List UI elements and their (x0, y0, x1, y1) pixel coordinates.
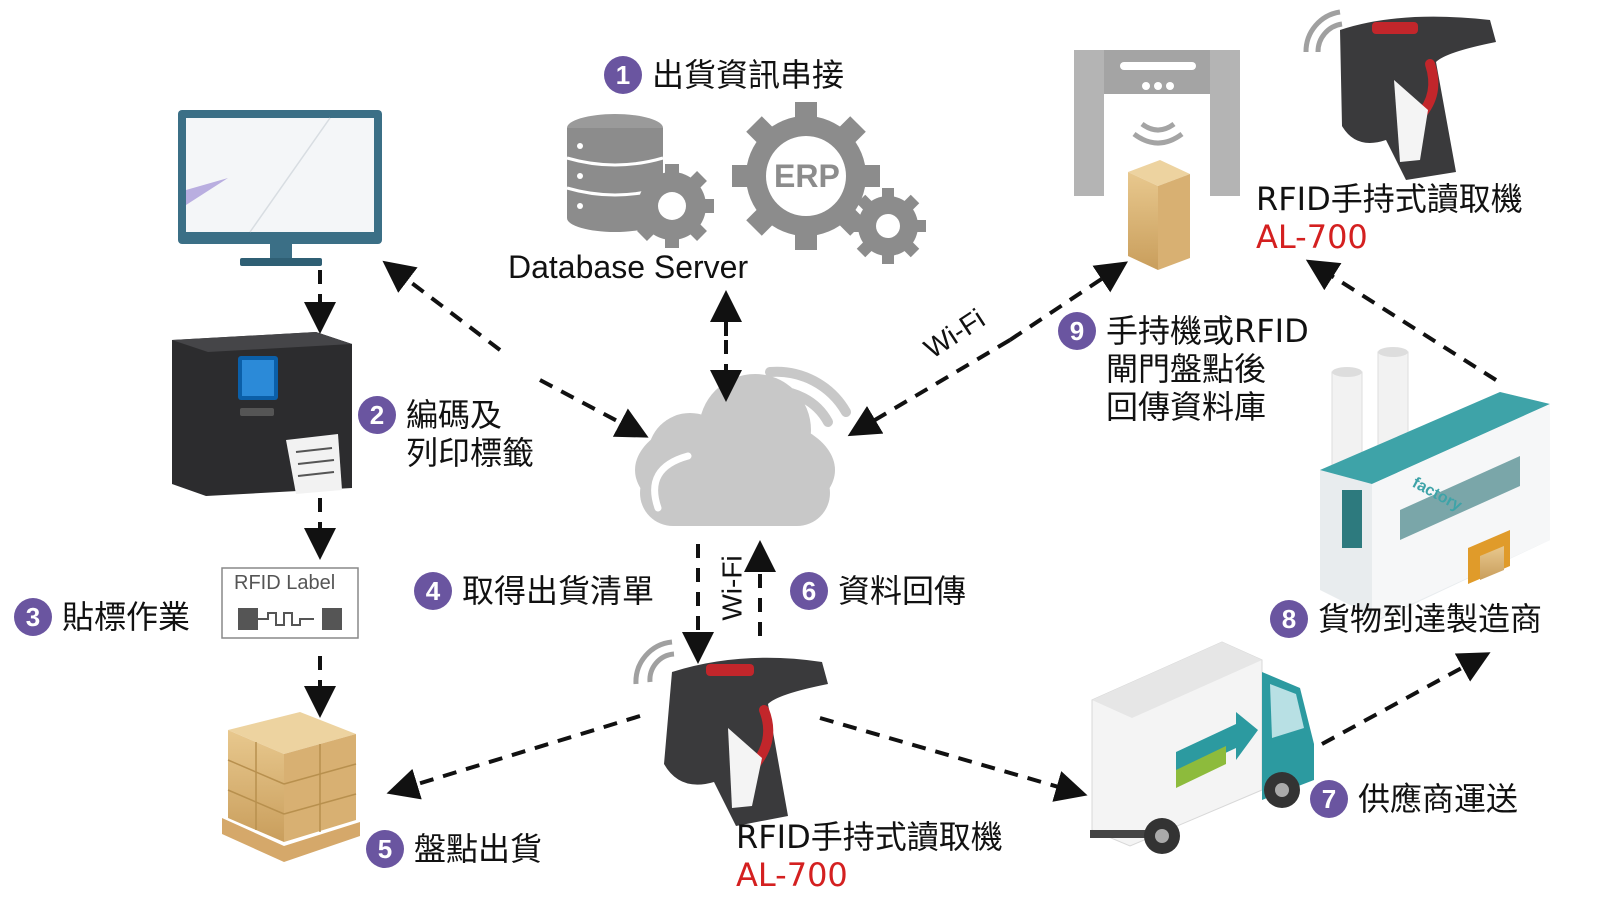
step-4: 4 取得出貨清單 (414, 572, 654, 610)
database-server-label: Database Server (508, 249, 749, 285)
step-6-badge: 6 (790, 572, 828, 610)
step-3-text: 貼標作業 (62, 598, 191, 636)
arrow-cloud-gate (1008, 261, 1128, 342)
step-9-badge: 9 (1058, 312, 1096, 350)
arrow-truck-factory (1321, 652, 1491, 746)
step-3: 3 貼標作業 (14, 598, 190, 636)
arrow-factory-reader (1305, 259, 1498, 382)
erp-label: ERP (774, 158, 840, 194)
step-3-badge: 3 (14, 598, 52, 636)
step-1-badge: 1 (604, 56, 642, 94)
monitor-icon (178, 110, 382, 266)
arrow-cloud-monitor (382, 260, 502, 352)
arrow-reader-boxes (386, 714, 641, 800)
step-8: 8 貨物到達製造商 (1270, 600, 1542, 638)
boxes-pallet-icon (222, 712, 360, 862)
step-5: 5 盤點出貨 (366, 830, 542, 868)
arrow-gate-cloud (847, 338, 1012, 437)
step-7: 7 供應商運送 (1310, 780, 1518, 818)
step-2-badge: 2 (358, 396, 396, 434)
gear-icon (630, 164, 714, 248)
step-5-badge: 5 (366, 830, 404, 868)
step-5-text: 盤點出貨 (414, 830, 543, 868)
rfid-label-icon (221, 567, 359, 639)
step-9-text: 手持機或RFID 閘門盤點後 回傳資料庫 (1106, 312, 1309, 426)
gear-icon (850, 188, 926, 264)
reader-bottom-model: AL-700 (736, 856, 848, 894)
step-2-text: 編碼及 列印標籤 (406, 396, 535, 472)
database-icon (566, 114, 664, 232)
reader-bottom-caption: RFID手持式讀取機 AL-700 (736, 818, 1003, 894)
label-printer-icon (172, 332, 352, 496)
flow-arrows (304, 259, 1498, 802)
reader-top-model: AL-700 (1256, 218, 1368, 256)
reader-top-name: RFID手持式讀取機 (1256, 180, 1523, 218)
step-4-badge: 4 (414, 572, 452, 610)
step-1-text: 出貨資訊串接 (652, 56, 845, 94)
step-1: 1 出貨資訊串接 (604, 56, 844, 94)
rfid-reader-icon (633, 639, 828, 826)
arrow-monitor-cloud (539, 378, 649, 438)
gear-icon (732, 102, 880, 250)
step-7-text: 供應商運送 (1358, 780, 1519, 818)
cloud-icon (635, 366, 851, 526)
rfid-reader-icon (1303, 9, 1496, 180)
step-8-badge: 8 (1270, 600, 1308, 638)
factory-icon (1320, 347, 1550, 622)
reader-top-caption: RFID手持式讀取機 AL-700 (1256, 180, 1523, 256)
step-8-text: 貨物到達製造商 (1318, 600, 1543, 638)
step-4-text: 取得出貨清單 (462, 572, 655, 610)
step-6-text: 資料回傳 (838, 572, 967, 610)
truck-icon (1090, 641, 1314, 854)
rfid-gate-icon (1074, 50, 1240, 270)
step-9: 9 手持機或RFID 閘門盤點後 回傳資料庫 (1058, 312, 1309, 426)
wifi-label-center: Wi-Fi (716, 555, 748, 621)
step-2: 2 編碼及 列印標籤 (358, 396, 534, 472)
rfid-label-text: RFID Label (234, 572, 336, 594)
step-7-badge: 7 (1310, 780, 1348, 818)
step-6: 6 資料回傳 (790, 572, 966, 610)
arrow-reader-truck (819, 716, 1088, 802)
reader-bottom-name: RFID手持式讀取機 (736, 818, 1003, 856)
